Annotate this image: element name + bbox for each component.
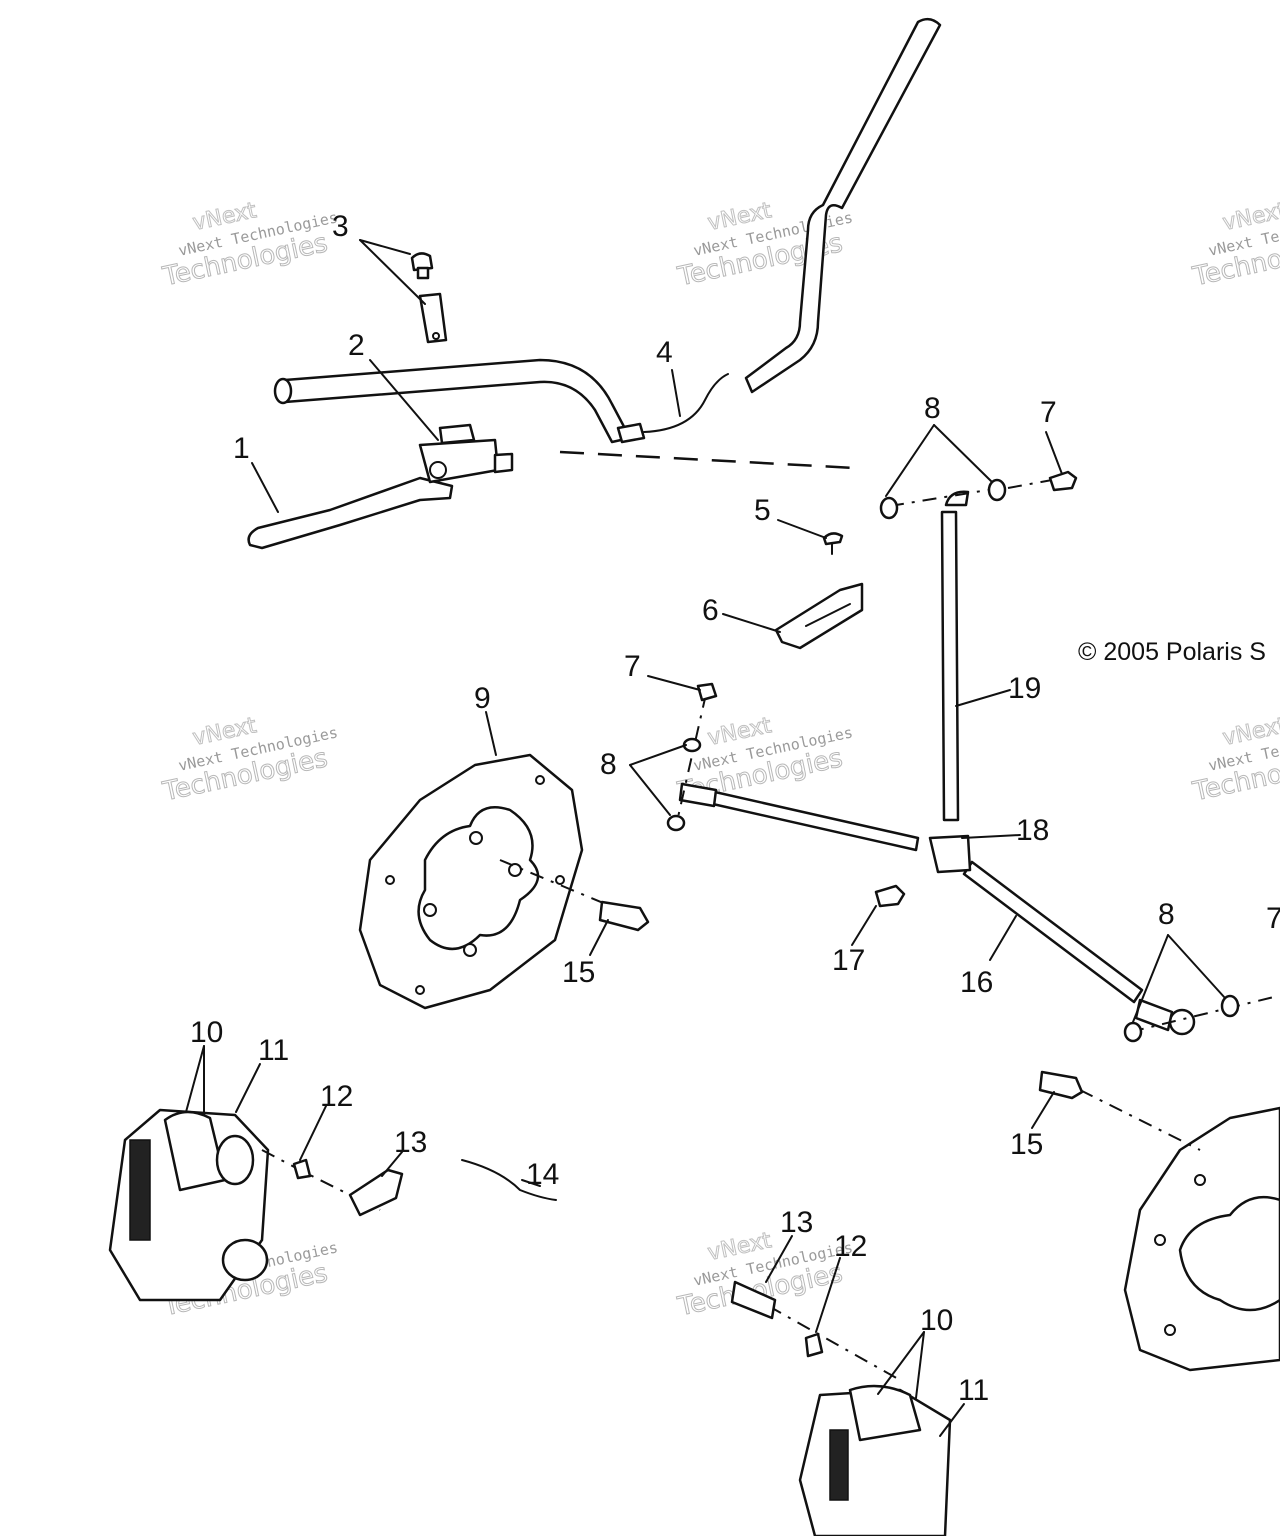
callout-2: 2 [348, 329, 365, 362]
brake-lever-assembly [247, 423, 514, 550]
brake-caliper-right [730, 1280, 952, 1536]
callout-19: 19 [1008, 672, 1041, 705]
watermark: vNext vNext Technologies Technologies [159, 713, 339, 808]
callout-10-right: 10 [920, 1304, 953, 1337]
watermark: vNext vNext Technologies Technologies [159, 198, 339, 293]
washers-and-bolts [666, 470, 1279, 1043]
callout-9: 9 [474, 682, 491, 715]
callout-11-left: 11 [258, 1034, 289, 1067]
callout-8-right: 8 [1158, 898, 1175, 931]
callout-17: 17 [832, 944, 865, 977]
brake-caliper-left [108, 1108, 557, 1302]
callout-8-top: 8 [924, 392, 941, 425]
brake-light-switch [616, 373, 729, 444]
callout-13-left: 13 [394, 1126, 427, 1159]
clamp-with-screw [410, 252, 448, 344]
callout-7-middle: 7 [624, 650, 641, 683]
callout-7-right: 7 [1266, 902, 1280, 935]
watermark: vNext vNext Technologies Technologies [1189, 198, 1280, 293]
watermarks: vNext vNext Technologies Technologies vN… [159, 198, 1280, 1323]
callout-7-top: 7 [1040, 396, 1057, 429]
callout-13-right: 13 [780, 1206, 813, 1239]
callout-8-middle: 8 [600, 748, 617, 781]
callouts: 1 2 3 4 5 6 7 7 7 8 8 8 9 10 10 11 11 12… [190, 210, 1280, 1407]
callout-14: 14 [526, 1158, 559, 1191]
callout-6: 6 [702, 594, 719, 627]
brake-lines [678, 490, 1196, 1036]
callout-16: 16 [960, 966, 993, 999]
callout-12-left: 12 [320, 1080, 353, 1113]
brake-rotor-right [1038, 1070, 1280, 1372]
handlebar [273, 17, 942, 470]
callout-11-right: 11 [958, 1374, 989, 1407]
callout-3: 3 [332, 210, 349, 243]
callout-15-right: 15 [1010, 1128, 1043, 1161]
copyright-notice: © 2005 Polaris S [1078, 638, 1266, 666]
callout-15-left: 15 [562, 956, 595, 989]
brake-rotor-left [358, 753, 650, 1010]
callout-12-right: 12 [834, 1230, 867, 1263]
callout-4: 4 [656, 336, 673, 369]
callout-10-left: 10 [190, 1016, 223, 1049]
leader-lines [185, 239, 1226, 1437]
callout-5: 5 [754, 494, 771, 527]
screw-and-bracket [774, 532, 864, 650]
watermark: vNext vNext Technologies Technologies [1189, 713, 1280, 808]
callout-18: 18 [1016, 814, 1049, 847]
callout-1: 1 [233, 432, 250, 465]
